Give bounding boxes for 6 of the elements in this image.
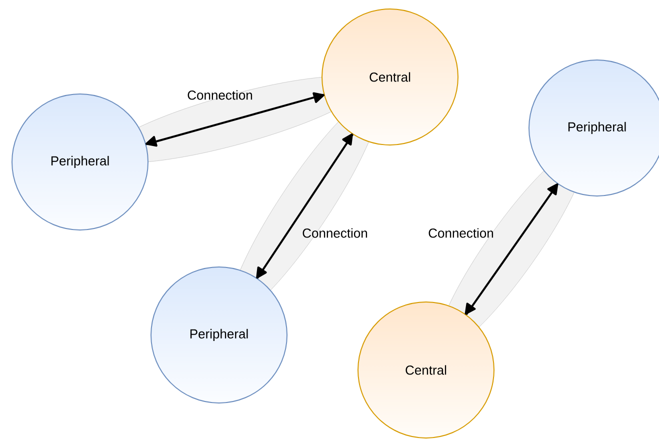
arrow: [464, 183, 559, 316]
arrow: [256, 133, 354, 280]
edge-label: Connection: [188, 90, 252, 100]
edge-label: Connection: [302, 228, 368, 238]
arrow: [145, 92, 325, 147]
edge-label: Connection: [428, 228, 494, 238]
